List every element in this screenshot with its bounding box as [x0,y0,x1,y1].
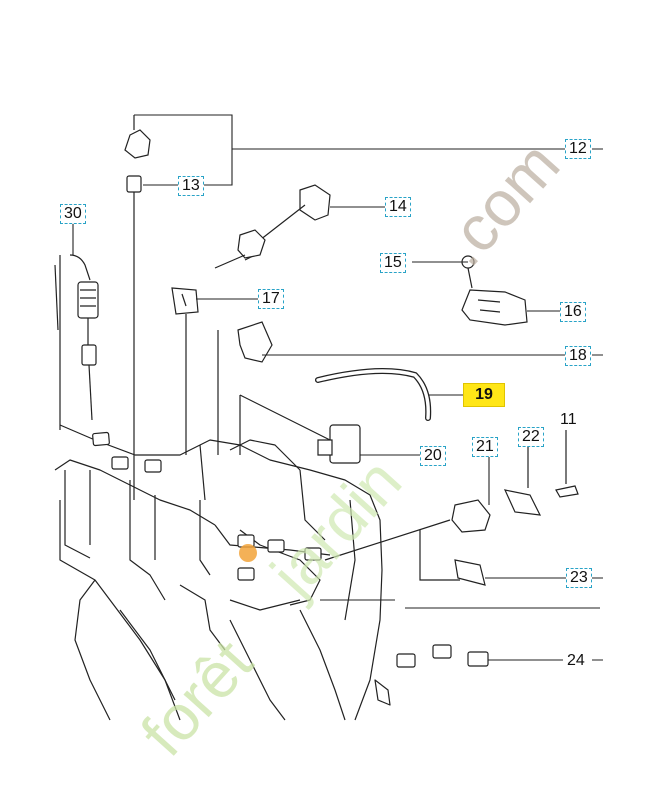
callout-30: 30 [60,204,86,224]
callout-19-highlighted: 19 [463,383,505,407]
callout-15: 15 [380,253,406,273]
callout-23: 23 [566,568,592,588]
callout-17: 17 [258,289,284,309]
callout-24: 24 [567,652,585,669]
square-nuts [92,431,489,668]
callout-13: 13 [178,176,204,196]
part-22-11 [503,430,579,516]
part-14 [214,184,331,269]
callout-20: 20 [420,446,446,466]
callout-18: 18 [565,346,591,366]
callout-22: 22 [518,427,544,447]
part-15-16 [461,255,528,326]
part-21 [324,499,491,561]
part-12-13 [124,115,151,500]
callout-14: 14 [385,197,411,217]
cable-part-30 [69,254,99,421]
part-17 [171,287,199,455]
housing-body [54,255,391,721]
callout-16: 16 [560,302,586,322]
callout-11: 11 [560,411,577,428]
svg-text:.com: .com [427,128,573,279]
svg-text:jardin: jardin [256,445,416,611]
part-18 [217,321,273,455]
part-20 [239,394,361,464]
callout-21: 21 [472,437,498,457]
part-23 [419,530,486,586]
callout-12: 12 [565,139,591,159]
